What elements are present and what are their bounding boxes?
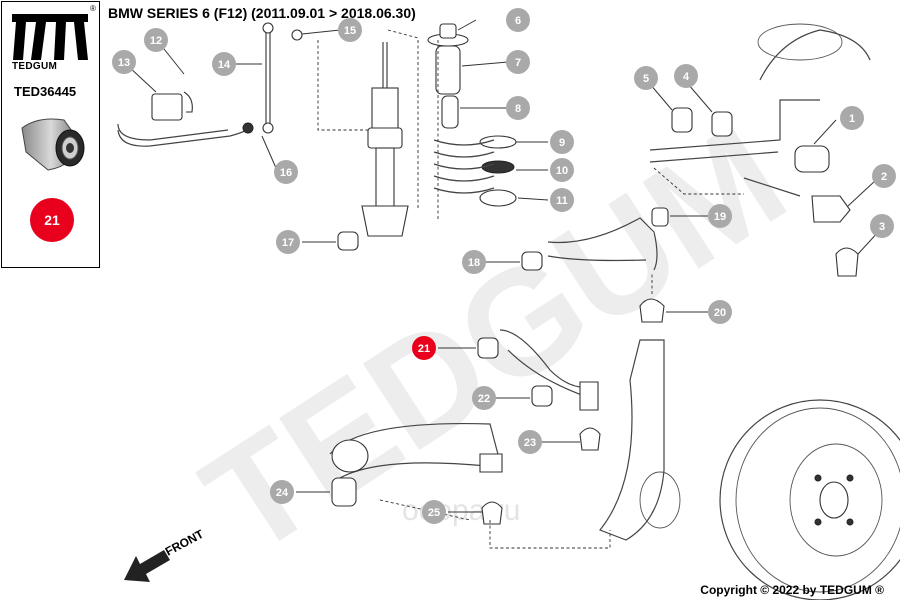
callout-9[interactable]: 9 (550, 130, 574, 154)
callout-5[interactable]: 5 (634, 66, 658, 90)
svg-text:11: 11 (556, 195, 568, 207)
shock-absorber (317, 29, 419, 237)
callout-1[interactable]: 1 (840, 106, 864, 130)
svg-text:14: 14 (218, 59, 231, 71)
callout-19[interactable]: 19 (708, 204, 732, 228)
svg-text:22: 22 (478, 393, 490, 405)
callout-25[interactable]: 25 (422, 500, 446, 524)
callout-21-selected[interactable]: 21 (412, 336, 436, 360)
svg-text:17: 17 (282, 237, 294, 249)
svg-text:24: 24 (276, 487, 289, 499)
callout-7[interactable]: 7 (506, 50, 530, 74)
wheel-assembly (719, 399, 900, 600)
callout-2[interactable]: 2 (872, 164, 896, 188)
callout-22[interactable]: 22 (472, 386, 496, 410)
brand-name: TEDGUM (12, 61, 58, 72)
callout-3[interactable]: 3 (870, 214, 894, 238)
svg-text:19: 19 (714, 211, 726, 223)
callout-15[interactable]: 15 (338, 18, 362, 42)
callout-12[interactable]: 12 (144, 28, 168, 52)
front-arrow-icon: FRONT (124, 527, 206, 582)
callout-14[interactable]: 14 (212, 52, 236, 76)
part-info-panel: ® TEDGUM TED36445 21 (1, 1, 100, 268)
lower-arm-upper (521, 207, 669, 271)
registered-mark: ® (90, 4, 96, 13)
stabilizer-bar (117, 91, 254, 147)
callout-16[interactable]: 16 (274, 160, 298, 184)
tedgum-logo-icon (12, 14, 88, 60)
callout-13[interactable]: 13 (112, 50, 136, 74)
svg-text:4: 4 (683, 71, 690, 83)
callout-6[interactable]: 6 (506, 8, 530, 32)
svg-text:3: 3 (879, 221, 885, 233)
svg-text:1: 1 (849, 113, 855, 125)
upper-control-arm (649, 23, 871, 277)
bushing-17 (337, 231, 359, 251)
callout-leaders (127, 19, 881, 513)
svg-text:16: 16 (280, 167, 292, 179)
bushing-photo-icon (21, 118, 85, 171)
part-code: TED36445 (14, 84, 77, 99)
lower-arm-front (329, 423, 601, 525)
callout-20[interactable]: 20 (708, 300, 732, 324)
svg-text:18: 18 (468, 257, 480, 269)
copyright-text: Copyright © 2022 by TEDGUM ® (700, 583, 884, 597)
svg-text:12: 12 (150, 35, 162, 47)
page-title: BMW SERIES 6 (F12) (2011.09.01 > 2018.06… (108, 5, 416, 21)
callout-24[interactable]: 24 (270, 480, 294, 504)
svg-text:2: 2 (881, 171, 887, 183)
svg-text:7: 7 (515, 57, 521, 69)
callout-11[interactable]: 11 (550, 188, 574, 212)
front-label: FRONT (163, 527, 207, 559)
svg-text:15: 15 (344, 25, 356, 37)
stabilizer-link (262, 22, 303, 134)
callout-4[interactable]: 4 (674, 64, 698, 88)
callout-18[interactable]: 18 (462, 250, 486, 274)
lower-arm-middle (477, 329, 599, 411)
steering-knuckle (599, 272, 681, 541)
callout-17[interactable]: 17 (276, 230, 300, 254)
svg-text:10: 10 (556, 165, 568, 177)
svg-text:21: 21 (418, 343, 430, 355)
svg-text:25: 25 (428, 507, 440, 519)
svg-text:9: 9 (559, 137, 565, 149)
callout-8[interactable]: 8 (506, 96, 530, 120)
svg-text:13: 13 (118, 57, 130, 69)
svg-text:6: 6 (515, 15, 521, 27)
callout-23[interactable]: 23 (518, 430, 542, 454)
svg-text:23: 23 (524, 437, 536, 449)
svg-text:20: 20 (714, 307, 726, 319)
svg-text:8: 8 (515, 103, 521, 115)
selected-item-badge: 21 (30, 198, 74, 242)
callout-10[interactable]: 10 (550, 158, 574, 182)
watermark-domain: oeopa.ru (402, 494, 520, 527)
svg-text:5: 5 (643, 73, 649, 85)
spring-assembly (427, 23, 517, 220)
